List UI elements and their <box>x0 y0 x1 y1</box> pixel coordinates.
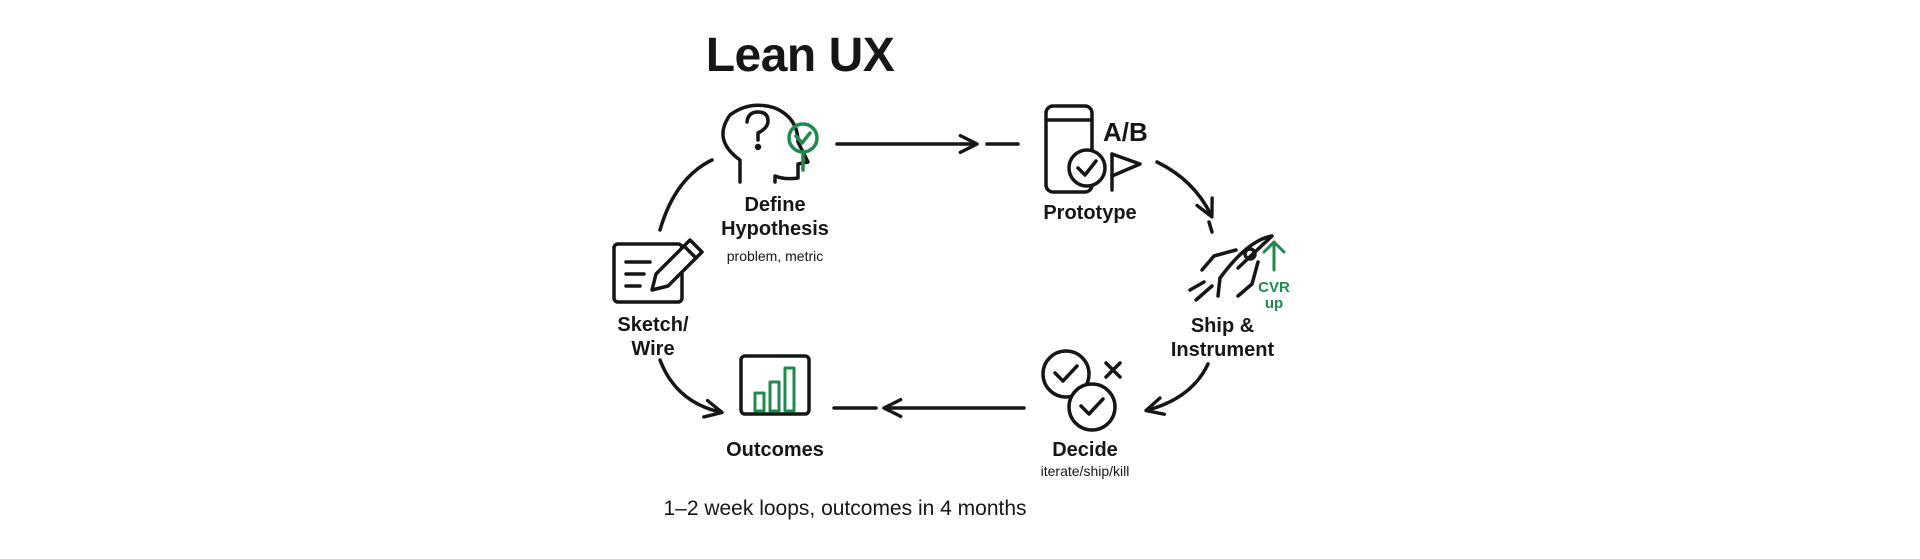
arrow-up-icon <box>1262 240 1286 272</box>
head-question-icon <box>721 103 810 184</box>
stage-ship-label-line1: Ship & <box>1190 315 1255 337</box>
phone-check-icon <box>1044 104 1107 194</box>
stage-sketch-label: Sketch/ Wire <box>600 313 706 361</box>
pencil-board-icon <box>612 238 704 304</box>
stage-sketch-label-line1: Sketch/ <box>617 314 689 336</box>
stage-ship-label: Ship & Instrument <box>1150 314 1295 362</box>
arrow-ship-to-decide <box>1144 362 1210 416</box>
stage-define-label: Define Hypothesis <box>700 193 850 241</box>
footer-note: 1–2 week loops, outcomes in 4 months <box>663 497 1027 520</box>
checkmark-pin-icon <box>787 122 819 172</box>
cvr-label: CVR <box>1258 279 1290 296</box>
stage-decide-label: Decide <box>1052 439 1118 461</box>
stage-outcomes-label: Outcomes <box>726 439 824 461</box>
arrow-sketch-to-define <box>658 158 714 232</box>
arrow-prototype-to-ship-dash <box>1207 220 1214 234</box>
check-circles-icon <box>1041 349 1117 432</box>
stage-define-sublabel: problem, metric <box>726 248 824 264</box>
flag-icon <box>1110 152 1142 192</box>
bar-chart-icon <box>739 354 811 416</box>
stage-prototype-label: Prototype <box>1043 202 1137 224</box>
cvr-up-badge: CVR up <box>1252 280 1296 312</box>
arrow-sketch-to-outcomes <box>658 358 724 419</box>
arrow-prototype-to-ship <box>1155 160 1214 219</box>
diagram-title: Lean UX <box>705 29 895 82</box>
ab-badge: A/B <box>1103 117 1148 147</box>
stage-define-label-line1: Define <box>744 194 806 216</box>
stage-sketch-label-line2: Wire <box>631 338 675 360</box>
cvr-up-label: up <box>1264 295 1284 312</box>
stage-define-label-line2: Hypothesis <box>721 218 829 240</box>
stage-ship-label-line2: Instrument <box>1170 339 1275 361</box>
rocket-icon <box>1188 234 1274 302</box>
stage-decide-sublabel: iterate/ship/kill <box>1040 463 1130 479</box>
x-mark-icon <box>1104 361 1122 379</box>
